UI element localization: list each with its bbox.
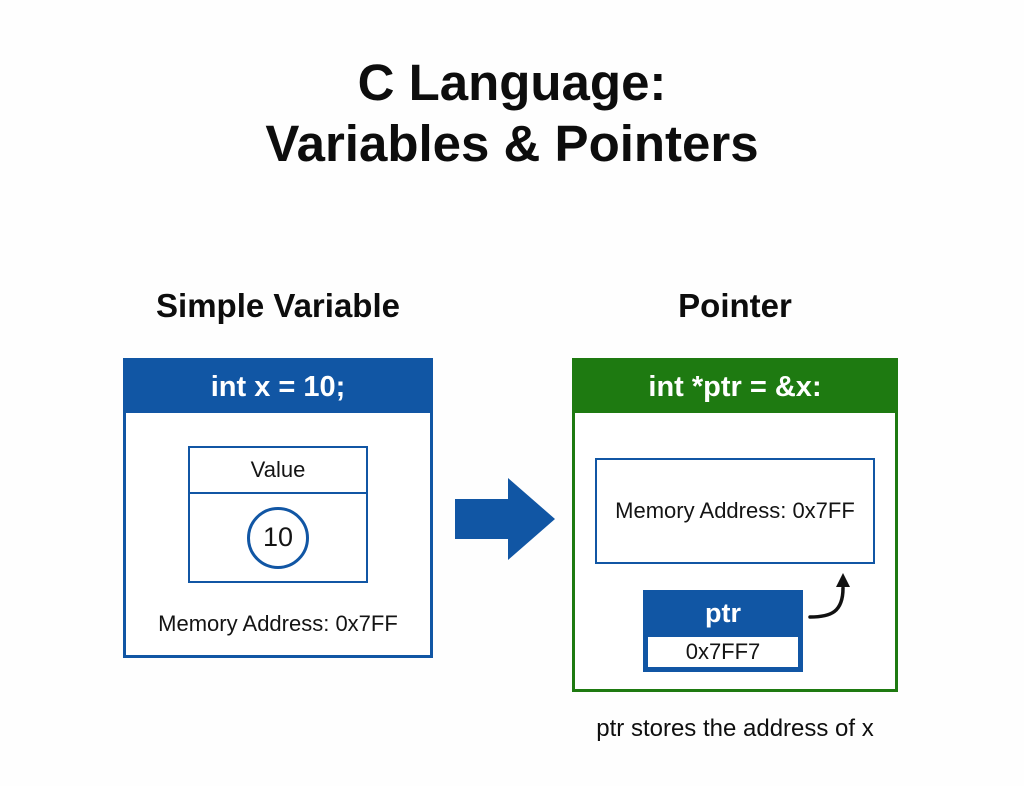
ptr-variable-box: ptr 0x7FF7 [643, 590, 803, 672]
right-arrow-icon [455, 478, 555, 560]
pointer-declaration: int *ptr = &x: [575, 361, 895, 413]
ptr-variable-label: ptr [705, 598, 741, 628]
curved-up-arrow-icon [808, 573, 850, 619]
simple-variable-panel: int x = 10; Value 10 Memory Address: 0x7… [123, 358, 433, 658]
value-label: Value [190, 448, 366, 494]
pointer-caption: ptr stores the address of x [596, 715, 874, 742]
simple-variable-declaration: int x = 10; [126, 361, 430, 413]
value-box: Value 10 [188, 446, 368, 583]
pointer-memory-address-box: Memory Address: 0x7FF [595, 458, 875, 564]
ptr-variable-value: 0x7FF7 [648, 637, 798, 667]
simple-variable-memory-address: Memory Address: 0x7FF [158, 611, 398, 636]
slide-title: C Language: Variables & Pointers [0, 52, 1024, 174]
slide-title-line-1: C Language: [357, 54, 667, 111]
simple-variable-heading: Simple Variable [156, 287, 400, 324]
value-cell: 10 [190, 494, 366, 581]
value-circle: 10 [247, 506, 309, 569]
slide-title-line-2: Variables & Pointers [265, 115, 759, 173]
pointer-panel: int *ptr = &x: Memory Address: 0x7FF ptr… [572, 358, 898, 692]
pointer-heading: Pointer [678, 287, 792, 324]
